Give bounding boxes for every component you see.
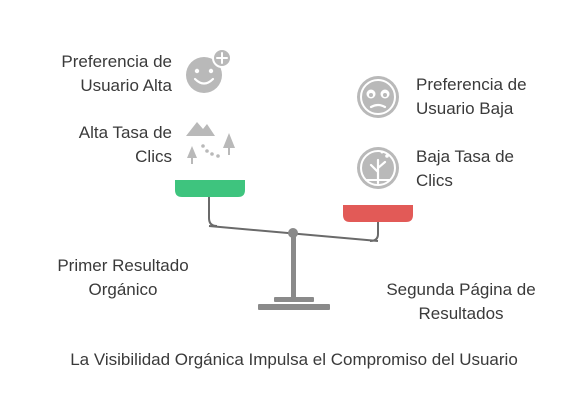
right-click-rate-label: Baja Tasa de Clics (416, 147, 514, 190)
smiley-plus-icon (186, 48, 232, 93)
left-pan (175, 180, 245, 197)
right-preference-label: Preferencia de Usuario Baja (416, 75, 527, 118)
left-result-label: Primer Resultado Orgánico (57, 256, 189, 299)
scale-base-top (274, 297, 314, 302)
left-hanger (208, 197, 218, 227)
left-click-rate-label: Alta Tasa de Clics (78, 123, 172, 166)
right-pan (343, 205, 413, 222)
mountain-trail-icon (186, 122, 235, 164)
diagram-caption: La Visibilidad Orgánica Impulsa el Compr… (70, 350, 518, 369)
desert-plant-icon (357, 147, 399, 189)
scale-pivot (288, 228, 298, 238)
scale-post (291, 236, 296, 298)
scale-base (258, 304, 330, 310)
disappointed-face-icon (357, 76, 399, 118)
right-hanger (369, 222, 379, 242)
right-result-label: Segunda Página de Resultados (386, 280, 536, 323)
left-preference-label: Preferencia de Usuario Alta (61, 52, 172, 95)
